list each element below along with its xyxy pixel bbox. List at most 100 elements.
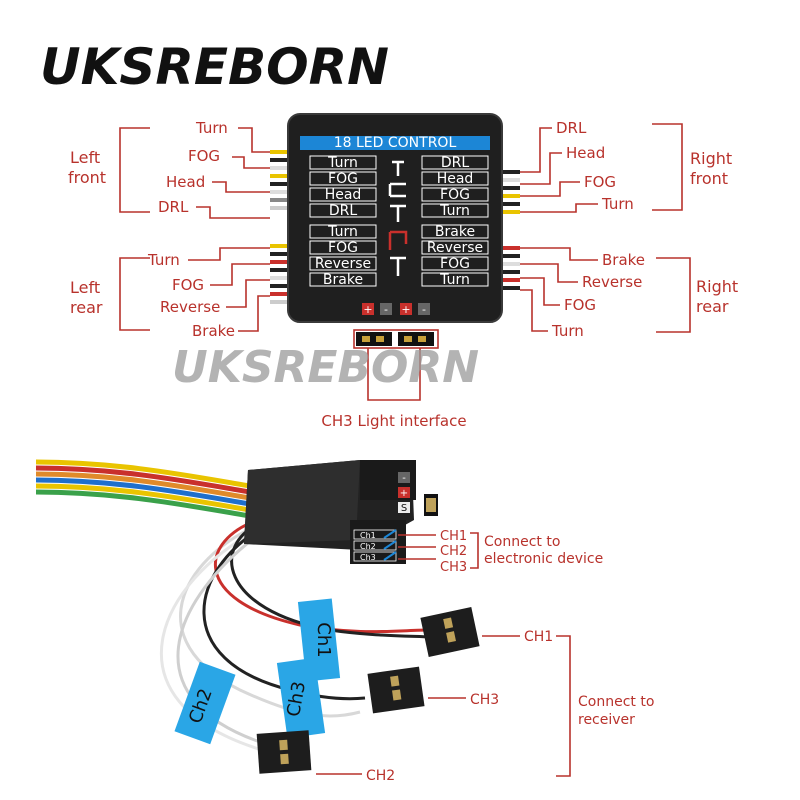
device-ch-label: CH3 xyxy=(440,560,467,575)
ch3-interface-label: CH3 Light interface xyxy=(321,412,466,430)
connector-ch2 xyxy=(256,730,312,774)
connector-label-ch3: CH3 xyxy=(470,692,499,708)
device-ch-label: CH1 xyxy=(440,529,467,544)
left-front-group-line1: Left xyxy=(70,148,100,167)
module-header: 18 LED CONTROL xyxy=(334,135,457,151)
receiver-caption-line1: Connect to xyxy=(578,694,654,710)
receiver-top-symbols: - + S xyxy=(398,472,410,514)
leader-line xyxy=(398,534,436,560)
leader-line xyxy=(238,127,270,153)
port-label: Ch3 xyxy=(360,553,376,562)
module-right-column: DRL Head FOG Turn Brake Reverse FOG Turn xyxy=(421,155,489,288)
leader-line xyxy=(520,247,598,261)
module-right-label: FOG xyxy=(440,256,470,272)
leader-line xyxy=(238,295,270,332)
leader-line xyxy=(520,277,560,306)
left-front-label: Head xyxy=(166,173,205,191)
port-label: Ch2 xyxy=(360,542,376,551)
module-left-label: Brake xyxy=(323,272,363,288)
right-rear-label: Reverse xyxy=(582,273,642,291)
left-rear-label: Reverse xyxy=(160,298,220,316)
module-left-label: Head xyxy=(325,187,362,203)
watermark: UKSREBORN xyxy=(172,342,479,393)
leader-line xyxy=(520,181,580,197)
module-right-label: Reverse xyxy=(427,240,483,256)
leader-line xyxy=(520,152,562,185)
left-front-label: FOG xyxy=(188,147,220,165)
right-front-bracket xyxy=(652,123,683,211)
right-front-group-line1: Right xyxy=(690,149,732,168)
right-front-label: Head xyxy=(566,144,605,162)
plus-symbol: + xyxy=(363,303,372,316)
left-front-group-line2: front xyxy=(68,168,106,187)
module-right-label: Turn xyxy=(439,272,470,288)
leader-line xyxy=(520,263,578,283)
plus-symbol: + xyxy=(401,303,410,316)
module-logo-mark-icon xyxy=(388,160,408,276)
left-rear-label: FOG xyxy=(172,276,204,294)
module-right-label: FOG xyxy=(440,187,470,203)
connector-ch3 xyxy=(367,666,425,714)
module-header-bar xyxy=(300,136,490,150)
leader-line xyxy=(232,156,270,169)
port-label: Ch1 xyxy=(360,531,376,540)
brand-logo: UKSREBORN xyxy=(40,38,389,96)
receiver-bracket xyxy=(556,635,571,777)
module-right-label: Turn xyxy=(439,203,470,219)
right-front-label: DRL xyxy=(556,119,587,137)
module-power-symbols: + - + - xyxy=(362,303,430,316)
left-rear-label: Turn xyxy=(147,251,180,269)
device-bracket xyxy=(470,532,479,569)
left-rear-group-line2: rear xyxy=(70,298,103,317)
device-caption-line2: electronic device xyxy=(484,551,603,567)
minus-symbol: - xyxy=(384,303,388,316)
module-left-label: Turn xyxy=(327,155,358,171)
right-rear-group-line1: Right xyxy=(696,277,738,296)
right-rear-label: FOG xyxy=(564,296,596,314)
leader-line xyxy=(226,279,270,308)
left-front-label: DRL xyxy=(158,198,189,216)
right-rear-group-line2: rear xyxy=(696,297,729,316)
leader-line xyxy=(520,203,598,213)
leader-line xyxy=(188,247,270,261)
left-front-label: Turn xyxy=(195,119,228,137)
tag-label: Ch1 xyxy=(313,622,334,657)
receiver-channel-ports: Ch1 Ch2 Ch3 xyxy=(353,529,397,562)
module-right-label: Brake xyxy=(435,224,475,240)
device-ch-label: CH2 xyxy=(440,544,467,559)
left-front-bracket xyxy=(119,127,150,213)
module-right-label: Head xyxy=(437,171,474,187)
right-front-label: Turn xyxy=(601,195,634,213)
right-wire-bundle xyxy=(498,170,520,290)
plus-symbol: + xyxy=(400,488,408,499)
tag-ch3: Ch3 xyxy=(276,657,326,739)
module-left-label: Turn xyxy=(327,224,358,240)
left-rear-label: Brake xyxy=(192,322,235,340)
right-front-label: FOG xyxy=(584,173,616,191)
device-caption-line1: Connect to xyxy=(484,534,560,550)
leader-line xyxy=(520,289,548,332)
module-left-label: Reverse xyxy=(315,256,371,272)
leader-line xyxy=(212,181,270,193)
leader-line xyxy=(210,263,270,286)
right-rear-bracket xyxy=(656,257,691,333)
left-wire-bundle xyxy=(270,150,292,304)
minus-symbol: - xyxy=(422,303,426,316)
minus-symbol: - xyxy=(402,473,406,484)
leader-line xyxy=(196,206,270,219)
ribbon-cable xyxy=(35,459,251,525)
module-left-label: DRL xyxy=(329,203,358,219)
right-rear-label: Brake xyxy=(602,251,645,269)
connector-label-ch2: CH2 xyxy=(366,768,395,784)
receiver-caption-line2: receiver xyxy=(578,712,635,728)
right-rear-label: Turn xyxy=(551,322,584,340)
ch3-light-ports xyxy=(353,329,439,349)
ch3-interface-bracket xyxy=(367,348,421,401)
module-right-label: DRL xyxy=(441,155,470,171)
connector-ch1 xyxy=(420,607,480,657)
module-left-label: FOG xyxy=(328,171,358,187)
left-rear-group-line1: Left xyxy=(70,278,100,297)
connector-label-ch1: CH1 xyxy=(524,629,553,645)
module-left-label: FOG xyxy=(328,240,358,256)
